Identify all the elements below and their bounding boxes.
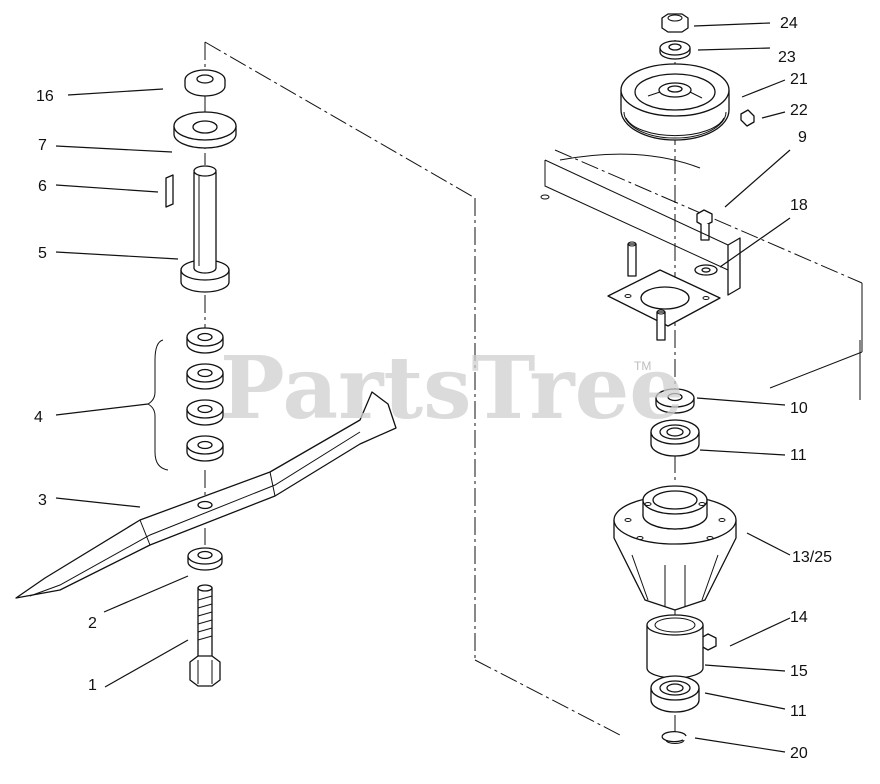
- callout-11-top: 11: [790, 447, 807, 464]
- watermark: PartsTree TM: [220, 338, 684, 439]
- callout-6: 6: [38, 178, 47, 195]
- part-2-washer[interactable]: [187, 547, 223, 571]
- part-23-washer[interactable]: [659, 40, 691, 60]
- callout-22: 22: [790, 102, 808, 119]
- callout-10: 10: [790, 400, 808, 417]
- part-1-bolt[interactable]: [189, 584, 221, 687]
- callout-1: 1: [88, 677, 97, 694]
- deck-mount-plate: [540, 153, 741, 341]
- part-6-key[interactable]: [165, 174, 174, 208]
- part-9-bolt[interactable]: [696, 209, 713, 241]
- callout-11-bottom: 11: [790, 703, 807, 720]
- callout-15: 15: [790, 663, 808, 680]
- part-21-pulley[interactable]: [620, 63, 730, 141]
- callout-labels: 16 7 6 5 4 3 2 1 24 23 21 22 9 18 10 11 …: [34, 15, 832, 762]
- part-11-bearing-top[interactable]: [650, 419, 700, 457]
- deck-outline: [204, 41, 863, 736]
- part-20-snap-ring[interactable]: [661, 730, 687, 744]
- callout-24: 24: [780, 15, 798, 32]
- part-15-sleeve[interactable]: [646, 614, 704, 679]
- callout-3: 3: [38, 492, 47, 509]
- callout-20: 20: [790, 745, 808, 762]
- part-4-washers[interactable]: [146, 327, 224, 471]
- callout-14: 14: [790, 609, 808, 626]
- callout-7: 7: [38, 137, 47, 154]
- callout-13-25: 13/25: [792, 549, 832, 566]
- callout-18: 18: [790, 197, 808, 214]
- part-22-key[interactable]: [740, 109, 755, 127]
- part-16-washer[interactable]: [184, 69, 226, 97]
- callout-5: 5: [38, 245, 47, 262]
- part-11-bearing-bottom[interactable]: [650, 675, 700, 713]
- part-13-25-spindle-housing[interactable]: [613, 485, 737, 611]
- callout-2: 2: [88, 615, 97, 632]
- callout-16: 16: [36, 88, 54, 105]
- part-3-blade[interactable]: [15, 391, 397, 599]
- part-7-spacer[interactable]: [173, 111, 237, 149]
- leader-lines: [55, 22, 791, 753]
- watermark-text: PartsTree: [220, 338, 684, 439]
- part-5-shaft[interactable]: [180, 165, 230, 293]
- callout-23: 23: [778, 49, 796, 66]
- part-24-nut[interactable]: [661, 13, 689, 33]
- callout-9: 9: [798, 129, 807, 146]
- part-18-washer[interactable]: [694, 264, 718, 276]
- callout-4: 4: [34, 409, 43, 426]
- watermark-trademark: TM: [634, 359, 651, 373]
- part-10-spacer[interactable]: [655, 388, 695, 414]
- callout-21: 21: [790, 71, 808, 88]
